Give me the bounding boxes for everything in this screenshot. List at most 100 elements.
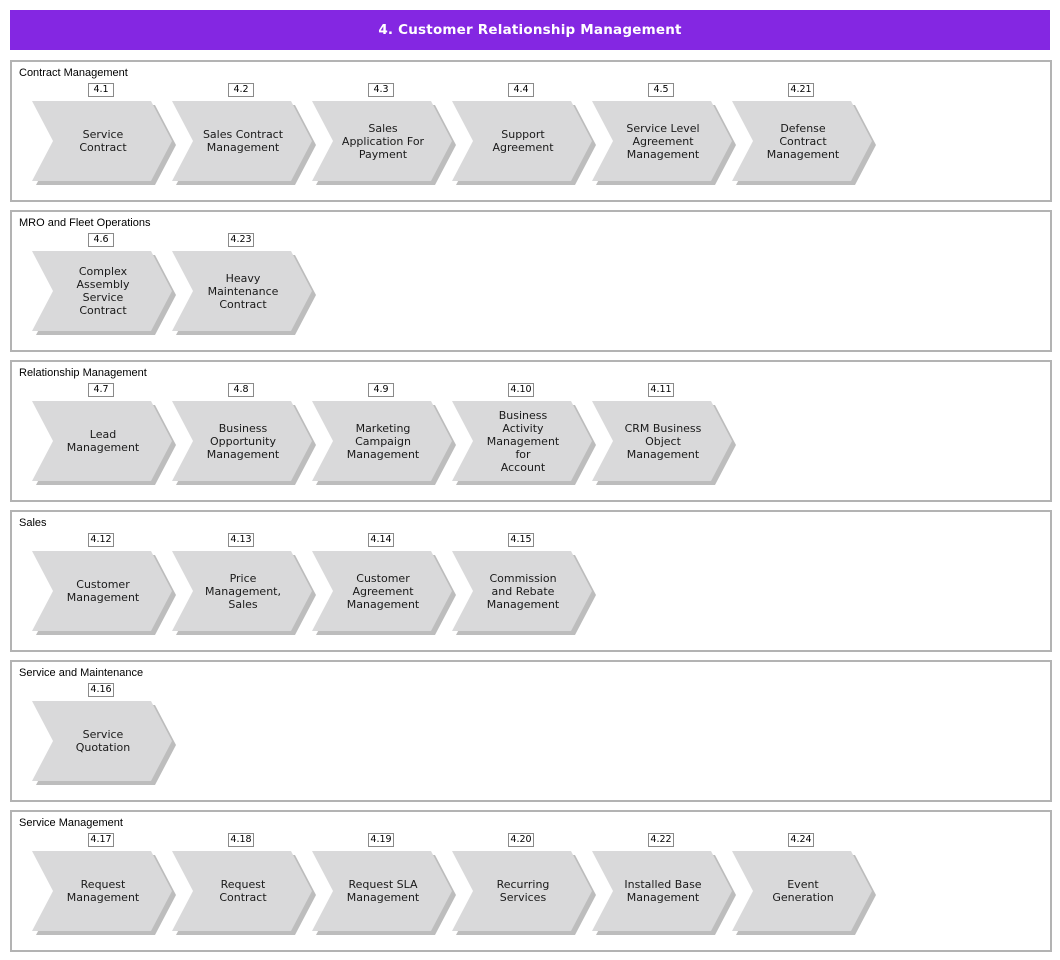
process-label: Service Quotation (75, 728, 131, 754)
process-label: Lead Management (66, 428, 140, 454)
section-title: Service Management (19, 817, 123, 829)
process-id-badge: 4.9 (368, 383, 394, 397)
process-chevron[interactable] (172, 401, 312, 481)
process-chevron[interactable] (172, 851, 312, 931)
process-id-badge: 4.16 (88, 683, 114, 697)
process-chevron[interactable] (732, 101, 872, 181)
process-chevron[interactable] (32, 551, 172, 631)
process-chevron[interactable] (32, 851, 172, 931)
process-label: Heavy Maintenance Contract (207, 271, 279, 311)
process-id-badge: 4.14 (368, 533, 394, 547)
process-label: Request Contract (219, 878, 267, 904)
process-chevron[interactable] (452, 551, 592, 631)
section-title: Contract Management (19, 67, 128, 79)
process-chevron[interactable] (312, 101, 452, 181)
process-id-badge: 4.22 (648, 833, 674, 847)
process-chevron[interactable] (592, 851, 732, 931)
process-label: Service Level Agreement Management (626, 121, 700, 161)
section-title: Service and Maintenance (19, 667, 144, 679)
process-chevron[interactable] (592, 401, 732, 481)
process-id-badge: 4.19 (368, 833, 394, 847)
process-label: Request Management (66, 878, 140, 904)
process-chevron[interactable] (452, 401, 592, 481)
process-id-badge: 4.7 (88, 383, 114, 397)
process-id-badge: 4.17 (88, 833, 114, 847)
process-label: Defense Contract Management (766, 121, 840, 161)
process-label: CRM Business Object Management (624, 421, 702, 461)
process-label: Sales Contract Management (202, 128, 284, 154)
process-id-badge: 4.11 (648, 383, 674, 397)
process-chevron[interactable] (32, 701, 172, 781)
process-id-badge: 4.23 (228, 233, 254, 247)
section-title: Sales (19, 517, 47, 529)
process-chevron[interactable] (172, 101, 312, 181)
process-label: Support Agreement (492, 128, 554, 154)
process-chevron[interactable] (312, 551, 452, 631)
process-id-badge: 4.10 (508, 383, 534, 397)
process-id-badge: 4.21 (788, 83, 814, 97)
process-id-badge: 4.24 (788, 833, 814, 847)
process-chevron[interactable] (312, 401, 452, 481)
process-id-badge: 4.13 (228, 533, 254, 547)
process-id-badge: 4.12 (88, 533, 114, 547)
section-title: Relationship Management (19, 367, 147, 379)
process-label: Request SLA Management (346, 878, 420, 904)
process-id-badge: 4.2 (228, 83, 254, 97)
process-label: Installed Base Management (624, 878, 702, 904)
process-id-badge: 4.20 (508, 833, 534, 847)
process-chevron[interactable] (172, 251, 312, 331)
process-label: Commission and Rebate Management (486, 571, 560, 611)
process-label: Sales Application For Payment (341, 121, 425, 161)
process-label: Price Management, Sales (205, 571, 281, 611)
process-id-badge: 4.5 (648, 83, 674, 97)
process-chevron[interactable] (32, 401, 172, 481)
process-label: Event Generation (772, 878, 834, 904)
process-chevron[interactable] (32, 101, 172, 181)
process-label: Business Activity Management for Account (486, 408, 560, 474)
process-chevron[interactable] (32, 251, 172, 331)
process-label: Marketing Campaign Management (346, 421, 420, 461)
page-header: 4. Customer Relationship Management (10, 10, 1050, 50)
section-title: MRO and Fleet Operations (19, 217, 151, 229)
process-chevron[interactable] (172, 551, 312, 631)
process-id-badge: 4.6 (88, 233, 114, 247)
process-chevron[interactable] (312, 851, 452, 931)
process-chevron[interactable] (592, 101, 732, 181)
process-chevron[interactable] (452, 101, 592, 181)
process-id-badge: 4.3 (368, 83, 394, 97)
process-id-badge: 4.8 (228, 383, 254, 397)
process-chevron[interactable] (732, 851, 872, 931)
process-id-badge: 4.18 (228, 833, 254, 847)
process-chevron[interactable] (452, 851, 592, 931)
